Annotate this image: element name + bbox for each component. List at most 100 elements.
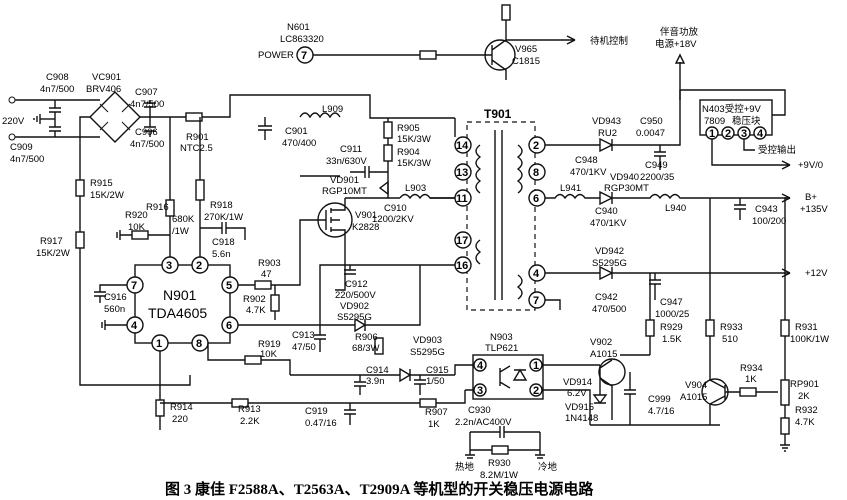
t901-pin-14 <box>454 136 472 154</box>
c943-ref: C943 <box>755 204 778 215</box>
r902-ref: R902 <box>243 294 266 305</box>
n403-control-wire <box>743 139 755 151</box>
vd943-ref: VD943 <box>592 116 621 127</box>
t901-feedback-coil <box>475 239 482 265</box>
n903-body <box>472 354 544 400</box>
ac-terminal-top <box>8 96 16 104</box>
r918-ref: R918 <box>210 200 233 211</box>
t901-pin-7-label: 7 <box>533 295 539 307</box>
r903-value: 47 <box>261 269 272 280</box>
pin6-wire <box>238 264 455 326</box>
r904-ref: R904 <box>397 147 420 158</box>
vd903-symbol <box>290 367 455 383</box>
c901-value: 470/400 <box>282 138 316 149</box>
b-plus-label: B+ <box>805 192 817 203</box>
r905-value: 15K/3W <box>397 134 431 145</box>
c999-symbol <box>624 372 636 425</box>
pin4-ground <box>101 320 127 330</box>
c930-ref: C930 <box>468 405 491 416</box>
n901-part: TDA4605 <box>148 305 207 321</box>
pin7-ground <box>545 299 561 310</box>
top-rail <box>150 94 455 119</box>
r903-ref: R903 <box>258 258 281 269</box>
t901-pin-16 <box>454 256 472 274</box>
c906-value: 4n7/500 <box>130 139 164 150</box>
power-label: POWER <box>258 50 294 61</box>
r915-symbol <box>75 179 85 197</box>
n903-pin-4-label: 4 <box>477 360 484 372</box>
n403-pin-2-label: 2 <box>725 128 731 140</box>
r913-ref: R913 <box>238 404 261 415</box>
audio-supply-line1: 伴音功放 <box>660 26 699 38</box>
standby-control: N601 LC863320 POWER 7 待机控制 V965 C1815 <box>258 4 628 80</box>
n403-9v-out: +9V/0 <box>798 160 823 171</box>
r930-value: 8.2M/1W <box>480 470 518 481</box>
v12-label: +12V <box>805 268 828 279</box>
c911-ref: C911 <box>340 144 362 155</box>
t901-pin-14-label: 14 <box>456 140 469 152</box>
c947-value: 1000/25 <box>655 309 689 320</box>
secondary-ground-symbol <box>780 444 790 452</box>
c901-ref: C901 <box>285 126 308 137</box>
c908-value: 4n7/500 <box>40 84 74 95</box>
c908-ref: C908 <box>46 72 69 83</box>
c913-value: 47/50 <box>292 342 316 353</box>
r919-ref: R919 <box>258 339 281 350</box>
r902-value: 4.7K <box>246 305 266 316</box>
r903-symbol <box>254 280 272 290</box>
bridge-output <box>79 116 150 170</box>
c916-ref: C916 <box>104 292 127 303</box>
r914-value: 220 <box>172 414 188 425</box>
c912-symbol <box>344 265 356 275</box>
r903-wire <box>238 270 301 320</box>
isolation-network: C930 2.2n/AC400V R930 8.2M/1W 热地 冷地 <box>455 405 558 481</box>
v901-gate-wire <box>299 219 326 270</box>
hot-ground-label: 热地 <box>455 461 475 473</box>
n601-part: LC863320 <box>280 34 324 45</box>
transformer-t901: T901 14 13 11 17 16 2 8 6 4 7 <box>430 107 546 311</box>
r932-symbol <box>780 417 790 435</box>
n403-output-wire <box>711 139 791 170</box>
vd940-ref: VD940 <box>610 172 639 183</box>
r932-value: 4.7K <box>795 417 815 428</box>
n901-pin-5-label: 5 <box>226 280 232 292</box>
ac-terminal-bottom <box>8 133 16 141</box>
l903-ref: L903 <box>405 183 426 194</box>
r917-ref: R917 <box>40 236 63 247</box>
t901-pin-8-label: 8 <box>533 167 539 179</box>
r919-value: 10K <box>260 349 278 360</box>
primary-bus: R901 NTC2.5 C901 470/400 L909 R905 15K/3… <box>150 94 455 225</box>
r931-symbol <box>780 319 790 337</box>
r917-symbol <box>75 231 85 249</box>
c910-ref: C910 <box>384 203 407 214</box>
t901-primary-leads <box>430 118 456 199</box>
t901-pin-17 <box>454 231 472 249</box>
c913-symbol <box>314 325 326 352</box>
n901-pin-8-label: 8 <box>196 338 202 350</box>
c914-symbol <box>354 375 366 395</box>
r907-ref: R907 <box>425 407 448 418</box>
b-plus-voltage: +135V <box>800 204 828 215</box>
c947-ref: C947 <box>660 297 683 308</box>
r933-value: 510 <box>722 334 738 345</box>
r919-wire <box>207 343 291 375</box>
c911-symbol <box>350 166 388 178</box>
r906-symbol <box>374 337 384 355</box>
vd943-path <box>545 62 681 153</box>
iso-grounds <box>465 454 545 459</box>
n403-controlled-out: 受控输出 <box>758 144 796 156</box>
pin1-wire <box>159 351 191 400</box>
n901-ref: N901 <box>163 287 197 303</box>
n901-pin-7-label: 7 <box>131 280 137 292</box>
ac-lines <box>15 99 100 138</box>
r929-ref: R929 <box>660 322 683 333</box>
r934-ref: R934 <box>740 363 763 374</box>
n901-pin-3-label: 3 <box>166 260 172 272</box>
n903-ref: N903 <box>490 332 513 343</box>
vd915-part: 1N4148 <box>565 413 598 424</box>
r933-symbol <box>705 319 715 337</box>
r918-symbol <box>195 179 205 201</box>
c909-ref: C909 <box>10 142 33 153</box>
v965-part: C1815 <box>512 56 540 67</box>
r933-ref: R933 <box>720 322 743 333</box>
